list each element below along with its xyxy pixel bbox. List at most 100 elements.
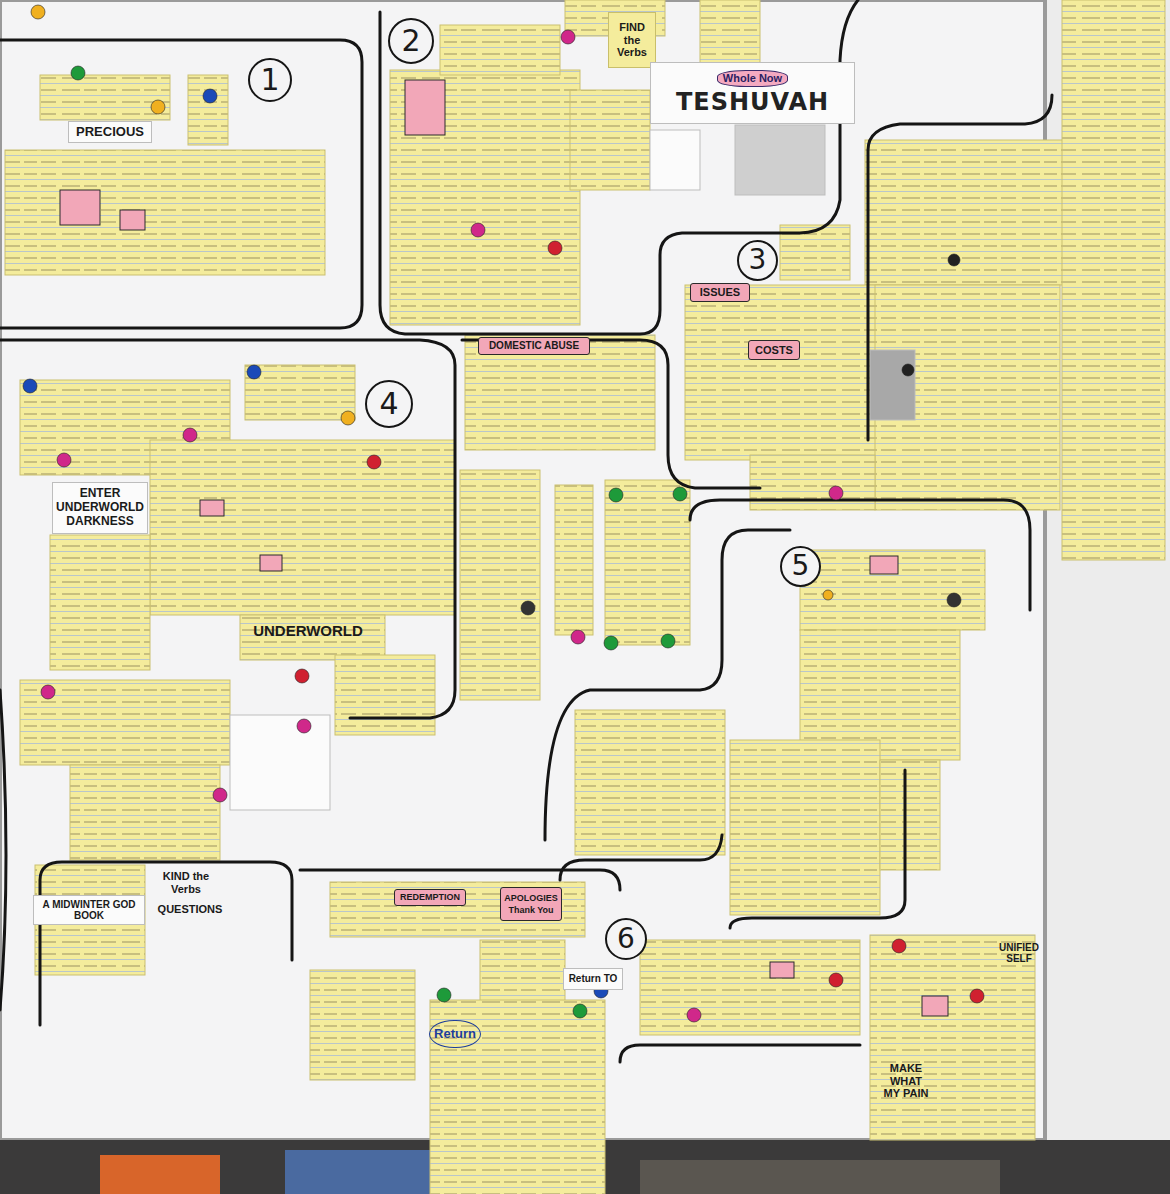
pink-highlight [260, 555, 282, 571]
push-pin [823, 590, 833, 600]
sticky-note [330, 882, 585, 937]
sticky-note: FIND the Verbs [608, 12, 656, 68]
sticky-note [640, 940, 860, 1035]
paper-note: A MIDWINTER GOD BOOK [33, 895, 145, 925]
note-text: UNIFIED SELF [985, 942, 1053, 965]
note-text: PRECIOUS [76, 125, 144, 140]
push-pin [829, 486, 843, 500]
note-text: DOMESTIC ABUSE [489, 340, 579, 352]
sticky-note [880, 760, 940, 870]
sticky-note [460, 470, 540, 700]
note-text: FIND the Verbs [612, 21, 652, 59]
note-text: 2 [401, 24, 420, 59]
region-line [545, 530, 790, 840]
sticky-note [440, 25, 560, 75]
divider-lines [0, 0, 1052, 1062]
sticky-note [685, 285, 880, 460]
push-pin [970, 989, 984, 1003]
rug [640, 1160, 1000, 1194]
push-pin [471, 223, 485, 237]
push-pin [687, 1008, 701, 1022]
push-pin [609, 488, 623, 502]
paper-note: PRECIOUS [68, 121, 152, 143]
sticky-note [50, 535, 150, 670]
push-pin [57, 453, 71, 467]
note-text: 4 [379, 387, 398, 422]
push-pin [31, 5, 45, 19]
note-text: Return [429, 1020, 481, 1049]
sticky-note [430, 1000, 605, 1194]
handwritten-note: UNIFIED SELF [982, 938, 1056, 968]
note-text: REDEMPTION [400, 892, 460, 902]
region-line [0, 340, 455, 718]
push-pin [548, 241, 562, 255]
pink-highlight [200, 500, 224, 516]
push-pin [341, 411, 355, 425]
highlight-box: DOMESTIC ABUSE [478, 337, 590, 355]
sticky-note [5, 150, 325, 275]
book [100, 1155, 220, 1194]
sticky-note [310, 970, 415, 1080]
region-line [300, 870, 620, 890]
push-pin [829, 973, 843, 987]
note-text: MAKE WHAT MY PAIN [883, 1062, 929, 1100]
region-line [560, 835, 722, 880]
printed-papers [230, 125, 915, 810]
region-line [0, 40, 362, 328]
push-pin [247, 365, 261, 379]
section-number: 2 [388, 18, 434, 64]
pink-highlights [60, 80, 948, 1016]
photo-print [870, 350, 915, 420]
wall [1045, 0, 1170, 1194]
section-number: 4 [365, 380, 413, 428]
sticky-notes [5, 0, 1165, 1194]
note-text: 1 [260, 63, 279, 98]
sticky-note [70, 765, 220, 860]
paper-note: Return TO [563, 968, 623, 990]
sticky-note [865, 140, 1065, 285]
push-pin [573, 1004, 587, 1018]
push-pin [521, 601, 535, 615]
note-text: 6 [617, 923, 635, 955]
photo-print [735, 125, 825, 195]
sticky-note [40, 75, 170, 120]
note-text: KIND the Verbs [158, 870, 214, 895]
handwritten-note: QUESTIONS [152, 900, 228, 918]
push-pin [41, 685, 55, 699]
sticky-note [555, 485, 593, 635]
region-line [462, 340, 760, 488]
sticky-note [335, 655, 435, 735]
note-text: UNDERWORLD [253, 622, 363, 639]
handwritten-note: UNDERWORLD [238, 620, 378, 642]
region-line [0, 690, 6, 1010]
highlight-box: REDEMPTION [394, 889, 466, 906]
push-pin [437, 988, 451, 1002]
note-text: QUESTIONS [158, 903, 223, 916]
note-text: Whole Now [717, 70, 788, 87]
region-line [380, 0, 858, 334]
paper-note [650, 130, 700, 190]
section-number: 5 [780, 546, 821, 587]
note-text: COSTS [755, 344, 793, 357]
push-pin [604, 636, 618, 650]
push-pin [902, 364, 914, 376]
push-pin [183, 428, 197, 442]
sticky-note [605, 480, 690, 645]
sticky-note [240, 615, 385, 660]
highlight-box: ISSUES [690, 283, 750, 302]
sticky-note [800, 550, 985, 630]
push-pin [892, 939, 906, 953]
region-line [40, 862, 292, 1025]
pink-highlight [870, 556, 898, 574]
region-line [868, 95, 1052, 440]
handwritten-note: KIND the Verbs [155, 866, 217, 900]
note-text: ISSUES [700, 286, 740, 299]
sticky-note [20, 680, 230, 765]
sticky-note [465, 335, 655, 450]
paper-note: ENTER UNDERWORLD DARKNESS [52, 482, 148, 534]
printed-paper [230, 715, 330, 810]
push-pin [948, 254, 960, 266]
pink-highlight [770, 962, 794, 978]
